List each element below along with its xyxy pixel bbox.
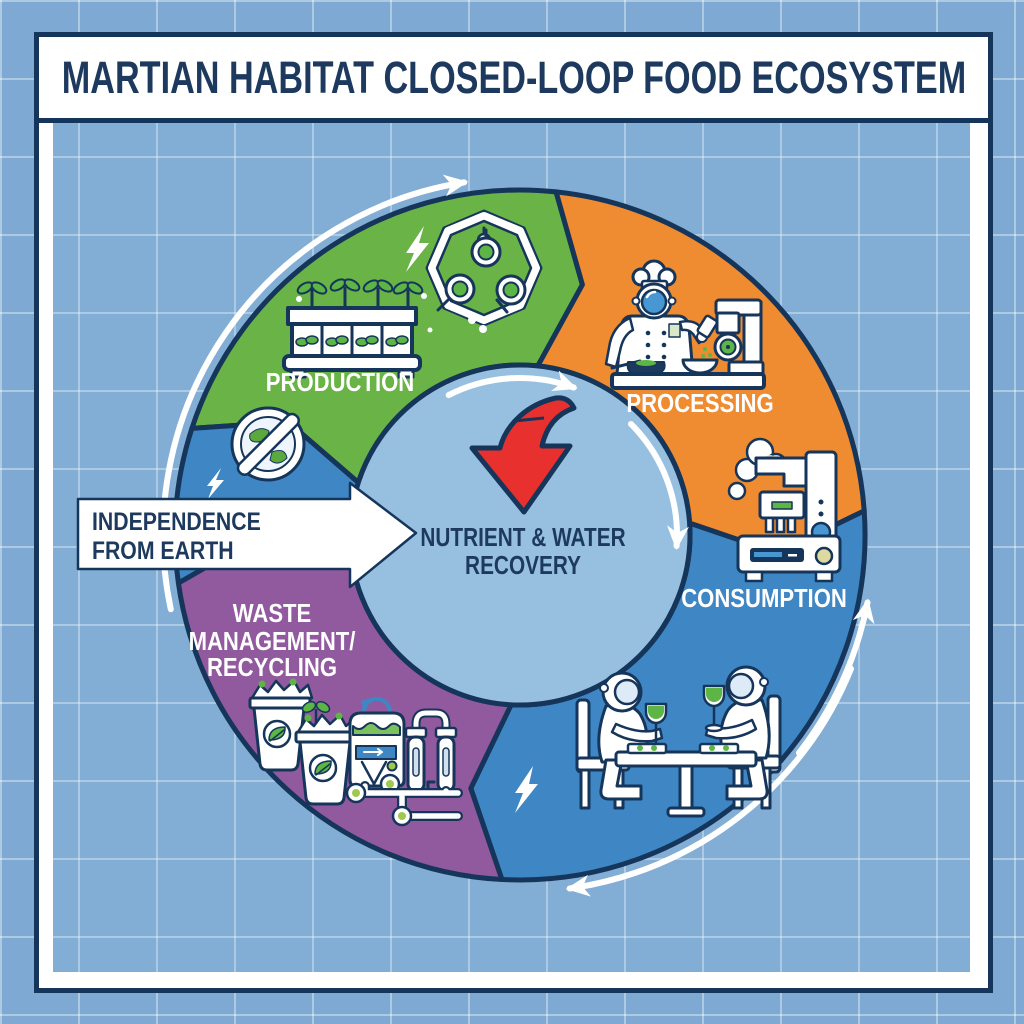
production-icons [282,209,543,379]
flow-arrow-outer-right-upward [796,598,875,756]
center-label-line1: NUTRIENT & WATER [420,523,625,552]
production-label: PRODUCTION [266,368,414,397]
processing-label: PROCESSING [626,389,773,418]
flow-arrow-outer-bottom [565,665,854,897]
water-filters-icon [345,708,463,827]
flow-arrow-inner-top [445,370,578,399]
page-title: MARTIAN HABITAT CLOSED-LOOP FOOD ECOSYST… [61,51,966,103]
waste-label-line3: RECYCLING [207,653,337,682]
waste-label-line2: MANAGEMENT/ [189,627,356,656]
diagram-panel: NUTRIENT & WATER RECOVERY PRODUCTION PRO… [53,123,970,972]
consumption-icons [515,437,842,818]
title-banner: MARTIAN HABITAT CLOSED-LOOP FOOD ECOSYST… [39,37,988,118]
processing-icons [604,259,766,390]
flow-arrow-inner-right [628,421,689,550]
power-bolt-icon [406,226,429,272]
center-label-line2: RECOVERY [465,551,581,580]
independence-label-line2: FROM EARTH [92,536,234,564]
hydroponic-planter-icon [282,278,433,379]
compost-bin-icon [294,712,360,806]
food-printer-icon [727,437,842,583]
independence-arrow: INDEPENDENCE FROM EARTH [76,481,418,589]
waste-icons [248,678,463,827]
banner-divider [39,118,988,123]
dining-astronauts-icon [575,665,782,818]
astronaut-chef-icon [604,259,719,376]
power-bolt-icon [207,468,224,499]
waste-label-line1: WASTE [233,599,312,628]
kitchen-counter [610,372,766,390]
red-recovery-arrow-icon [469,395,577,515]
meal-tray-icon [626,742,740,755]
power-bolt-icon [515,766,538,813]
growth-chamber-icon [425,209,543,333]
compost-bin-icon [248,678,314,772]
independence-label-line1: INDEPENDENCE [92,507,261,535]
composter-unit-icon [348,711,406,795]
cycle-diagram: NUTRIENT & WATER RECOVERY PRODUCTION PRO… [76,174,875,897]
consumption-label: CONSUMPTION [681,584,847,613]
no-earth-supply-icon [230,406,306,482]
